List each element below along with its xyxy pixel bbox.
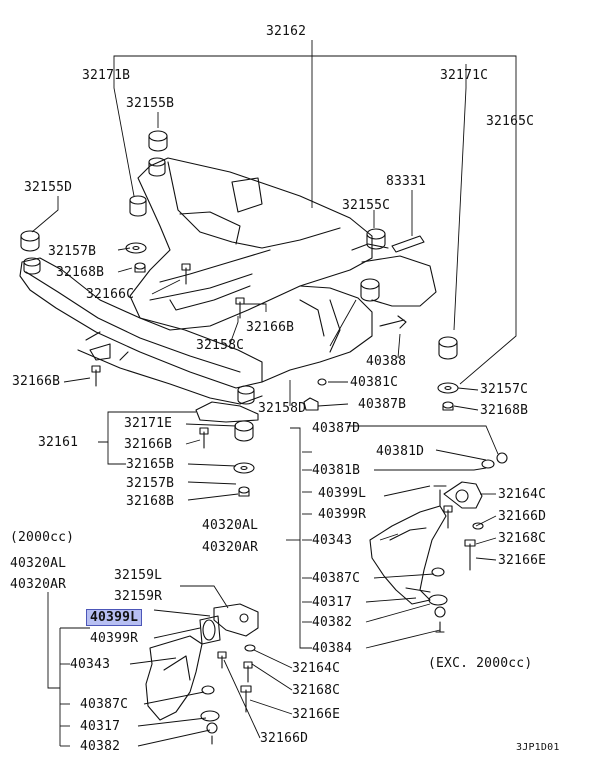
label-inset-40343: 40343: [70, 657, 111, 672]
label-32166B-left: 32166B: [12, 374, 61, 389]
label-40382: 40382: [312, 615, 353, 630]
label-40388: 40388: [366, 354, 407, 369]
label-32158D: 32158D: [258, 401, 307, 416]
label-inset-32166E: 32166E: [292, 707, 341, 722]
label-32166D: 32166D: [498, 509, 547, 524]
label-40381D: 40381D: [376, 444, 425, 459]
label-32166C-top: 32166C: [86, 287, 135, 302]
label-inset-40399R: 40399R: [90, 631, 139, 646]
label-inset-40317: 40317: [80, 719, 121, 734]
label-40399R: 40399R: [318, 507, 367, 522]
label-32164C: 32164C: [498, 487, 547, 502]
label-40399L: 40399L: [318, 486, 367, 501]
label-40387B: 40387B: [358, 397, 407, 412]
label-inset-32164C: 32164C: [292, 661, 341, 676]
label-40387C: 40387C: [312, 571, 361, 586]
label-32155D: 32155D: [24, 180, 73, 195]
label-32166B-low: 32166B: [124, 437, 173, 452]
label-inset-40320AR: 40320AR: [10, 577, 67, 592]
label-32157B-low: 32157B: [126, 476, 175, 491]
inset-lower-arm: [145, 603, 259, 745]
label-32165C: 32165C: [486, 114, 535, 129]
label-exc-note: (EXC. 2000cc): [428, 656, 533, 671]
label-inset-32159R: 32159R: [114, 589, 163, 604]
label-32155B: 32155B: [126, 96, 175, 111]
label-inset-32159L: 32159L: [114, 568, 163, 583]
label-32158C: 32158C: [196, 338, 245, 353]
label-inset-32166D: 32166D: [260, 731, 309, 746]
label-40317: 40317: [312, 595, 353, 610]
label-inset-40382: 40382: [80, 739, 121, 754]
label-32166B-mid: 32166B: [246, 320, 295, 335]
lower-arm-40320: [369, 452, 508, 633]
label-32165B: 32165B: [126, 457, 175, 472]
label-32168B-top: 32168B: [56, 265, 105, 280]
label-32162: 32162: [266, 24, 307, 39]
label-32166E: 32166E: [498, 553, 547, 568]
label-32168B-low: 32168B: [126, 494, 175, 509]
label-32168B-right: 32168B: [480, 403, 529, 418]
label-32171E: 32171E: [124, 416, 173, 431]
label-32157C: 32157C: [480, 382, 529, 397]
label-inset-40320AL: 40320AL: [10, 556, 67, 571]
label-40343: 40343: [312, 533, 353, 548]
label-40320AR: 40320AR: [202, 540, 259, 555]
diagram-code: 3JP1D01: [516, 742, 560, 753]
label-40381C: 40381C: [350, 375, 399, 390]
label-40387D: 40387D: [312, 421, 361, 436]
label-40320AL: 40320AL: [202, 518, 259, 533]
leader-lines: [31, 40, 517, 747]
label-inset-40399L-highlighted[interactable]: 40399L: [86, 609, 143, 626]
label-32155C: 32155C: [342, 198, 391, 213]
label-40381B: 40381B: [312, 463, 361, 478]
label-32171C: 32171C: [440, 68, 489, 83]
label-40384: 40384: [312, 641, 353, 656]
label-inset-32168C: 32168C: [292, 683, 341, 698]
label-engine-note: (2000cc): [10, 530, 75, 545]
label-32161: 32161: [38, 435, 79, 450]
label-32168C: 32168C: [498, 531, 547, 546]
label-inset-40387C: 40387C: [80, 697, 129, 712]
label-32171B: 32171B: [82, 68, 131, 83]
label-32157B-top: 32157B: [48, 244, 97, 259]
label-83331: 83331: [386, 174, 427, 189]
crossmember-32161: [19, 157, 437, 423]
